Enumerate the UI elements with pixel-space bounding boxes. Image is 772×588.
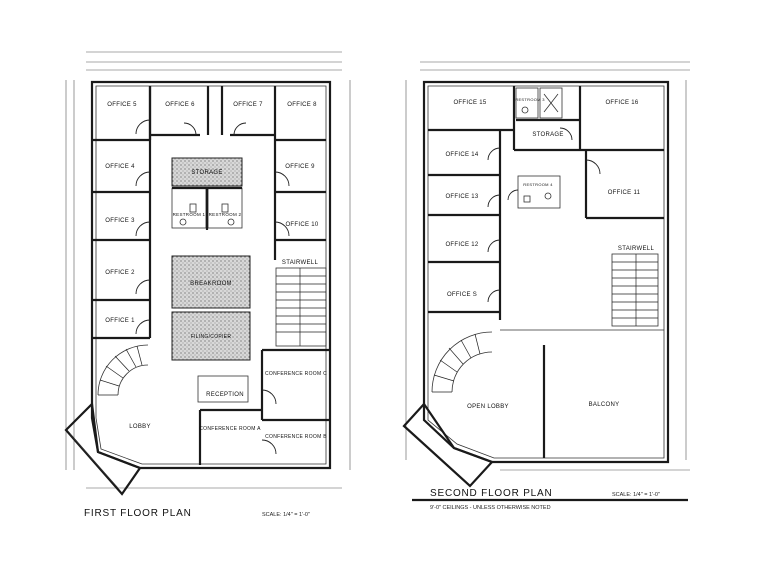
breakroom-hatch: [171, 255, 251, 309]
room-conference-c: CONFERENCE ROOM C: [265, 371, 327, 377]
first-floor-plan: OFFICE 5 OFFICE 6 OFFICE 7 OFFICE 8 OFFI…: [64, 51, 351, 519]
room-office-1: OFFICE 1: [105, 318, 135, 324]
first-floor-door-swings: [135, 119, 290, 455]
room-office-13: OFFICE 13: [445, 194, 478, 200]
room-restroom-4: RESTROOM 4: [523, 182, 553, 187]
first-floor-right-offices: [273, 138, 326, 260]
room-open-lobby: OPEN LOBBY: [467, 404, 509, 410]
restroom-3-fixtures: [515, 87, 539, 119]
second-floor-dimension-lines: [405, 61, 690, 471]
room-office-4: OFFICE 4: [105, 164, 135, 170]
room-conference-a: CONFERENCE ROOM A: [199, 426, 261, 432]
room-stairwell: STAIRWELL: [282, 260, 319, 266]
first-floor-dimension-lines: [65, 51, 351, 489]
room-balcony: BALCONY: [589, 402, 620, 408]
first-floor-entry-bay: [64, 401, 142, 496]
room-office-2: OFFICE 2: [105, 270, 135, 276]
room-restroom-1: RESTROOM 1: [173, 212, 206, 217]
second-floor-title: SECOND FLOOR PLAN: [430, 488, 553, 499]
room-office-6: OFFICE 6: [165, 102, 195, 108]
room-storage-2: STORAGE: [532, 132, 563, 138]
second-floor-scale-note: SCALE: 1/4" = 1'-0": [612, 492, 660, 498]
room-office-3: OFFICE 3: [105, 218, 135, 224]
room-office-16: OFFICE 16: [605, 100, 638, 106]
first-floor-top-offices: [148, 86, 277, 140]
first-floor-title: FIRST FLOOR PLAN: [84, 508, 192, 519]
room-office-5: OFFICE 5: [107, 102, 137, 108]
room-office-15: OFFICE 15: [453, 100, 486, 106]
second-floor-stairwell-steps: [611, 253, 659, 327]
room-office-14: OFFICE 14: [445, 152, 478, 158]
room-filing-copier: FILING/COPIER: [191, 334, 232, 340]
room-office-11: OFFICE 11: [608, 190, 641, 196]
second-floor-exterior-wall: [422, 80, 670, 464]
room-reception: RECEPTION: [206, 392, 244, 398]
room-restroom-2: RESTROOM 2: [209, 212, 242, 217]
room-office-9: OFFICE 9: [285, 164, 315, 170]
first-floor-spiral-stair: [97, 344, 149, 396]
second-floor-entry-bay: [402, 402, 494, 488]
room-conference-b: CONFERENCE ROOM B: [265, 434, 327, 440]
second-floor-ceiling-note: 9'-0" CEILINGS - UNLESS OTHERWISE NOTED: [430, 505, 551, 511]
room-restroom-3: RESTROOM 3: [515, 97, 545, 102]
room-office-7: OFFICE 7: [233, 102, 263, 108]
restroom-4-room: [517, 175, 561, 209]
room-office-s: OFFICE S: [447, 292, 477, 298]
first-floor-stairwell-steps: [275, 267, 327, 347]
room-lobby: LOBBY: [129, 424, 151, 430]
filing-copier-hatch: [171, 311, 251, 361]
second-floor-plan: OFFICE 15 OFFICE 16 STORAGE RESTROOM 3 O…: [402, 61, 690, 511]
storage-room-hatch: [171, 157, 243, 187]
second-floor-door-swings: [487, 127, 601, 303]
second-floor-spiral-stair: [431, 331, 493, 393]
room-storage: STORAGE: [191, 170, 222, 176]
first-floor-left-offices: [92, 86, 152, 340]
room-breakroom: BREAKROOM: [190, 281, 232, 287]
first-floor-scale-note: SCALE: 1/4" = 1'-0": [262, 512, 310, 518]
room-office-10: OFFICE 10: [285, 222, 318, 228]
room-office-12: OFFICE 12: [445, 242, 478, 248]
room-stairwell-2: STAIRWELL: [618, 246, 655, 252]
room-office-8: OFFICE 8: [287, 102, 317, 108]
